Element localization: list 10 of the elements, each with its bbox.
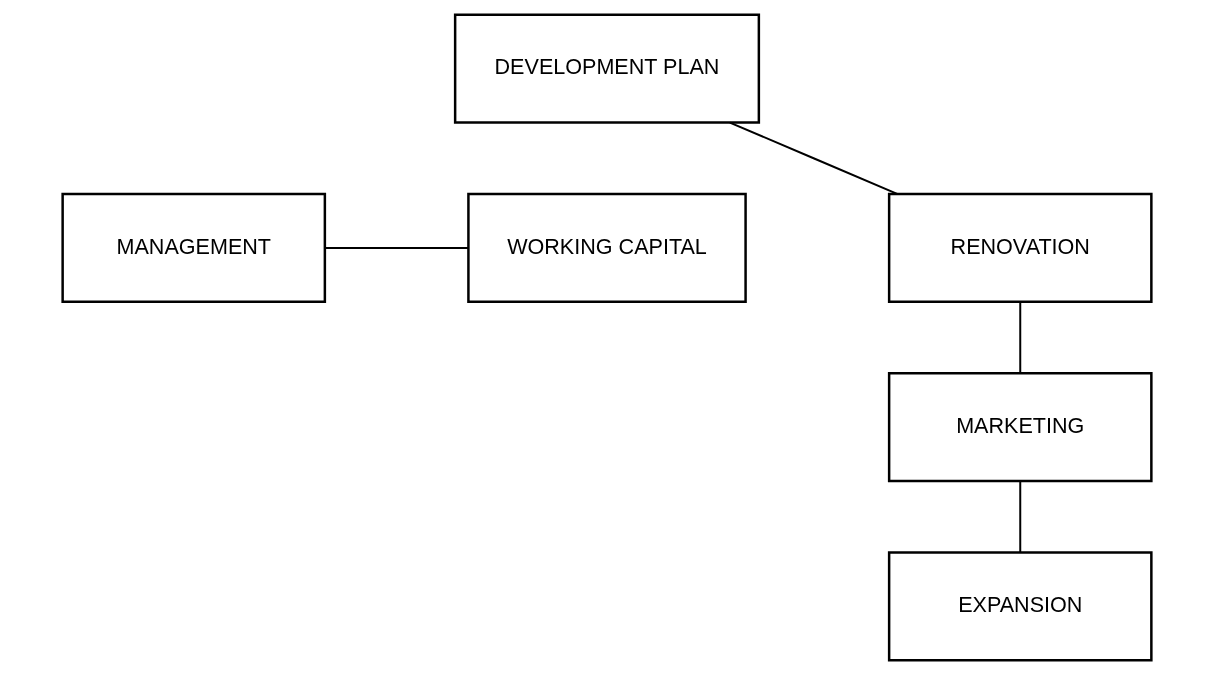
- connector: [323, 246, 469, 249]
- connector: [1018, 480, 1021, 554]
- connector: [728, 121, 898, 195]
- node-box: RENOVATION: [887, 192, 1153, 304]
- node-box: MARKETING: [887, 371, 1153, 483]
- connector: [1018, 300, 1021, 375]
- node-box: EXPANSION: [887, 551, 1153, 662]
- node-box: DEVELOPMENT PLAN: [453, 13, 760, 124]
- node-box: WORKING CAPITAL: [466, 192, 747, 304]
- node-box: MANAGEMENT: [60, 192, 326, 304]
